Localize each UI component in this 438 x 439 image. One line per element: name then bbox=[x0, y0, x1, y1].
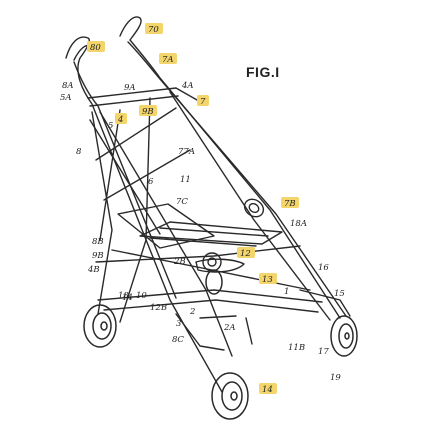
reference-label-2B: 2B bbox=[173, 257, 186, 267]
reference-label-4: 4 bbox=[117, 115, 123, 125]
reference-label-14b: 14 bbox=[262, 385, 273, 395]
seat-frame bbox=[139, 221, 283, 245]
seat-frame-inner bbox=[149, 227, 269, 247]
rear-right-wheel bbox=[211, 372, 249, 420]
reference-label-4B: 4B bbox=[87, 265, 100, 275]
footrest bbox=[195, 258, 245, 273]
figure-title: FIG.I bbox=[246, 64, 280, 80]
reference-label-5A: 5A bbox=[60, 93, 72, 103]
label-highlight bbox=[87, 41, 105, 52]
top-rail bbox=[87, 87, 205, 105]
rear-left-wheel bbox=[83, 304, 117, 348]
side-panel bbox=[117, 203, 215, 249]
reference-label-7: 7 bbox=[200, 97, 206, 107]
left-handle-tube bbox=[65, 36, 223, 393]
reference-label-18: 18 bbox=[118, 291, 129, 301]
reference-label-1: 1 bbox=[284, 287, 289, 297]
cross-brace-4 bbox=[95, 245, 301, 263]
label-highlight bbox=[139, 105, 157, 116]
rear-strut-right bbox=[119, 97, 151, 323]
right-handle-tube bbox=[119, 16, 341, 319]
reference-label-11: 11 bbox=[180, 175, 191, 185]
cross-brace-2 bbox=[95, 107, 191, 201]
top-rail-2 bbox=[89, 95, 179, 107]
reference-label-8: 8 bbox=[76, 147, 82, 157]
reference-label-17: 17 bbox=[318, 347, 329, 357]
brake-bar bbox=[199, 315, 253, 345]
hinge-knob-inner bbox=[248, 202, 260, 214]
label-highlight bbox=[259, 273, 277, 284]
reference-label-3: 3 bbox=[176, 319, 181, 329]
reference-label-12B: 12B bbox=[150, 303, 167, 313]
reference-label-2: 2 bbox=[189, 307, 195, 317]
label-highlight bbox=[237, 247, 255, 258]
label-highlight bbox=[159, 53, 177, 64]
front-bumper bbox=[299, 289, 351, 317]
reference-label-15: 15 bbox=[334, 289, 345, 299]
rear-strut-left bbox=[91, 111, 113, 315]
label-highlight bbox=[197, 95, 209, 106]
reference-label-14: 14 bbox=[122, 293, 133, 303]
reference-label-8C: 8C bbox=[172, 335, 184, 345]
lower-chassis bbox=[97, 289, 323, 303]
label-highlight bbox=[145, 23, 163, 34]
reference-label-5: 5 bbox=[108, 121, 113, 131]
reference-label-11B: 11B bbox=[288, 343, 305, 353]
link-rod bbox=[175, 313, 225, 351]
front-left-wheel-hint bbox=[205, 269, 223, 295]
reference-label-19: 19 bbox=[330, 373, 341, 383]
right-handle-tube-inner bbox=[127, 41, 347, 317]
label-highlight bbox=[115, 113, 127, 124]
reference-label-7B: 7B bbox=[284, 199, 296, 209]
label-highlight bbox=[259, 383, 277, 394]
lower-chassis-2 bbox=[103, 299, 319, 313]
reference-label-10: 10 bbox=[136, 291, 147, 301]
reference-label-8B: 8B bbox=[92, 237, 104, 247]
reference-label-80: 80 bbox=[90, 43, 101, 53]
reference-label-2A: 2A bbox=[223, 323, 236, 333]
reference-label-70: 70 bbox=[148, 25, 159, 35]
reference-label-9B: 9B bbox=[142, 107, 154, 117]
cross-brace-1 bbox=[89, 109, 161, 241]
reference-label-4A: 4A bbox=[181, 81, 194, 91]
reference-label-8A: 8A bbox=[62, 81, 74, 91]
reference-label-7A: 7A bbox=[162, 55, 174, 65]
label-highlight bbox=[281, 197, 299, 208]
reference-label-12: 12 bbox=[240, 249, 251, 259]
hinge-knob bbox=[243, 198, 265, 218]
reference-label-9A: 9A bbox=[124, 83, 136, 93]
reference-label-7C: 7C bbox=[176, 197, 188, 207]
mid-joint-inner bbox=[207, 257, 217, 267]
reference-label-18A: 18A bbox=[290, 219, 307, 229]
reference-label-6: 6 bbox=[148, 177, 154, 187]
front-right-wheel bbox=[330, 315, 358, 357]
reference-label-77A: 77A bbox=[178, 147, 195, 157]
reference-label-9B2: 9B bbox=[92, 251, 104, 261]
reference-label-16: 16 bbox=[318, 263, 329, 273]
front-strut-right bbox=[169, 91, 331, 321]
reference-label-13: 13 bbox=[262, 275, 273, 285]
reference-labels: 70 80 7A 4A 9A 8A 5A 9B 7 45 8 6 77A 11 7C 7B 18A 8B 9B 4B 1… bbox=[60, 23, 345, 395]
